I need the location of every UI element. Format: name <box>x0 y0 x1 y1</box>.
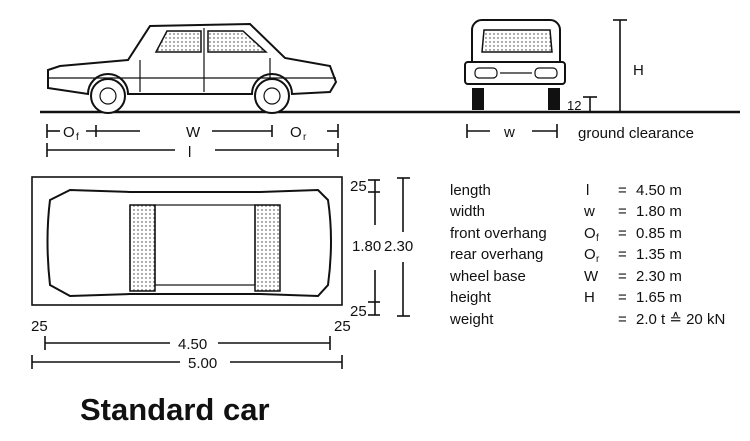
plan_view-side_margin_top: 25 <box>350 178 367 195</box>
rear-wheel <box>254 78 290 114</box>
plan_view-end_margin_left: 25 <box>31 318 48 335</box>
plan-bottom-dimensions: 25 25 4.50 5.00 <box>31 318 351 372</box>
ground-clearance-label: ground clearance <box>578 125 694 142</box>
specs-4-symbol: W <box>584 268 599 285</box>
front-view-car <box>464 19 566 110</box>
specs-2-sub: f <box>596 233 599 244</box>
spec-row: height H = 1.65 m <box>450 289 682 306</box>
height-dimension: H <box>613 19 644 112</box>
spec-row: weight = 2.0 t ≙ 20 kN <box>449 311 725 328</box>
front_view-width: w <box>503 124 515 141</box>
specs-4-label: wheel base <box>449 268 526 285</box>
spec-row: front overhang O f = 0.85 m <box>450 225 682 244</box>
specs-6-value: 2.0 t ≙ 20 kN <box>636 311 725 328</box>
plan_view-space_length: 5.00 <box>188 355 217 372</box>
specs-5-label: height <box>450 289 492 306</box>
specs-table: length l = 4.50 m width w = 1.80 m front ove… <box>449 182 725 328</box>
side_view-front_overhang_sub: f <box>76 132 79 143</box>
specs-0-label: length <box>450 182 491 199</box>
front_view-height: H <box>633 62 644 79</box>
spec-row: width w = 1.80 m <box>449 203 682 220</box>
side_view-rear_overhang_sub: r <box>303 132 307 143</box>
specs-0-value: 4.50 m <box>636 182 682 199</box>
specs-2-symbol: O <box>584 225 596 242</box>
specs-1-eq: = <box>618 203 627 220</box>
side_view-front_overhang: O <box>63 124 75 141</box>
side_view-length: l <box>188 144 191 161</box>
specs-4-value: 2.30 m <box>636 268 682 285</box>
specs-3-sub: r <box>596 254 600 265</box>
specs-3-eq: = <box>618 246 627 263</box>
specs-5-value: 1.65 m <box>636 289 682 306</box>
plan_view-car_length: 4.50 <box>178 336 207 353</box>
specs-0-symbol: l <box>586 182 589 199</box>
clearance-dimension: 12 <box>567 96 597 113</box>
front_view-clearance_value: 12 <box>567 98 581 113</box>
specs-0-eq: = <box>618 182 627 199</box>
specs-3-value: 1.35 m <box>636 246 682 263</box>
specs-2-value: 0.85 m <box>636 225 682 242</box>
specs-2-label: front overhang <box>450 225 547 242</box>
length-dimension: l <box>46 143 339 161</box>
specs-6-eq: = <box>618 311 627 328</box>
spec-row: rear overhang O r = 1.35 m <box>450 246 682 265</box>
specs-4-eq: = <box>618 268 627 285</box>
specs-3-label: rear overhang <box>450 246 543 263</box>
plan-side-dimensions: 25 1.80 25 2.30 <box>350 177 413 320</box>
specs-1-label: width <box>449 203 485 220</box>
specs-5-symbol: H <box>584 289 595 306</box>
specs-1-symbol: w <box>583 203 595 220</box>
width-dimension: w <box>466 124 558 141</box>
plan_view-car_width: 1.80 <box>352 238 381 255</box>
plan_view-space_width: 2.30 <box>384 238 413 255</box>
diagram-title: Standard car <box>80 392 270 427</box>
specs-2-eq: = <box>618 225 627 242</box>
plan_view-end_margin_right: 25 <box>334 318 351 335</box>
front-wheel <box>90 78 126 114</box>
side_view-rear_overhang: O <box>290 124 302 141</box>
overhang-wheelbase-dimension: O f W O r <box>46 124 339 143</box>
plan-view <box>31 176 343 306</box>
plan_view-side_margin_bottom: 25 <box>350 303 367 320</box>
specs-1-value: 1.80 m <box>636 203 682 220</box>
specs-5-eq: = <box>618 289 627 306</box>
specs-6-label: weight <box>449 311 494 328</box>
side-view-car <box>47 22 338 114</box>
spec-row: wheel base W = 2.30 m <box>449 268 682 285</box>
spec-row: length l = 4.50 m <box>450 182 682 199</box>
side_view-wheel_base: W <box>186 124 201 141</box>
specs-3-symbol: O <box>584 246 596 263</box>
